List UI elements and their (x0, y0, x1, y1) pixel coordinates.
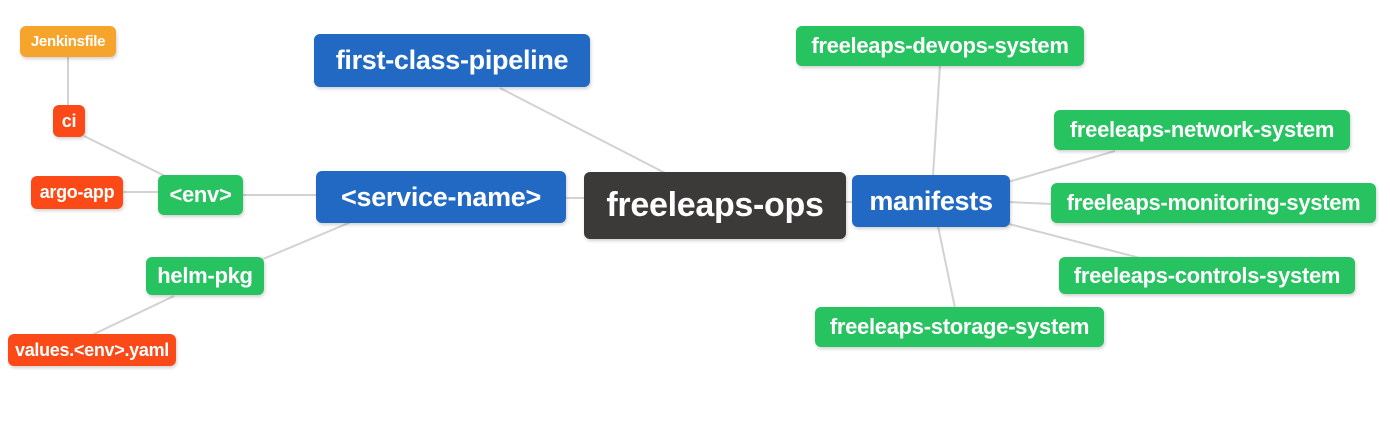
node-jenkinsfile[interactable]: Jenkinsfile (20, 26, 116, 57)
edge-manifests-controls (1008, 223, 1141, 259)
node-freeleaps-ops-root[interactable]: freeleaps-ops (584, 172, 846, 239)
node-helm-pkg[interactable]: helm-pkg (146, 257, 264, 295)
node-service-name[interactable]: <service-name> (316, 171, 566, 223)
node-freeleaps-controls-system[interactable]: freeleaps-controls-system (1059, 257, 1355, 294)
edge-ci-env (83, 135, 168, 178)
node-freeleaps-network-system[interactable]: freeleaps-network-system (1054, 110, 1350, 150)
edge-helm-pkg-service-name (262, 221, 352, 260)
edge-values-helm-pkg (91, 295, 175, 336)
node-env[interactable]: <env> (158, 175, 243, 215)
edge-manifests-monitoring (1007, 201, 1054, 205)
node-freeleaps-storage-system[interactable]: freeleaps-storage-system (815, 307, 1104, 347)
node-first-class-pipeline[interactable]: first-class-pipeline (314, 34, 590, 87)
edge-manifests-storage (937, 225, 956, 309)
node-manifests[interactable]: manifests (852, 175, 1010, 227)
node-argo-app[interactable]: argo-app (31, 176, 123, 209)
edge-pipeline-root (499, 87, 666, 174)
edge-manifests-devops (932, 64, 941, 177)
node-freeleaps-monitoring-system[interactable]: freeleaps-monitoring-system (1051, 183, 1376, 223)
edge-manifests-network (1007, 150, 1116, 183)
node-ci[interactable]: ci (53, 105, 85, 137)
node-freeleaps-devops-system[interactable]: freeleaps-devops-system (796, 26, 1084, 66)
node-values-env-yaml[interactable]: values.<env>.yaml (8, 334, 176, 366)
